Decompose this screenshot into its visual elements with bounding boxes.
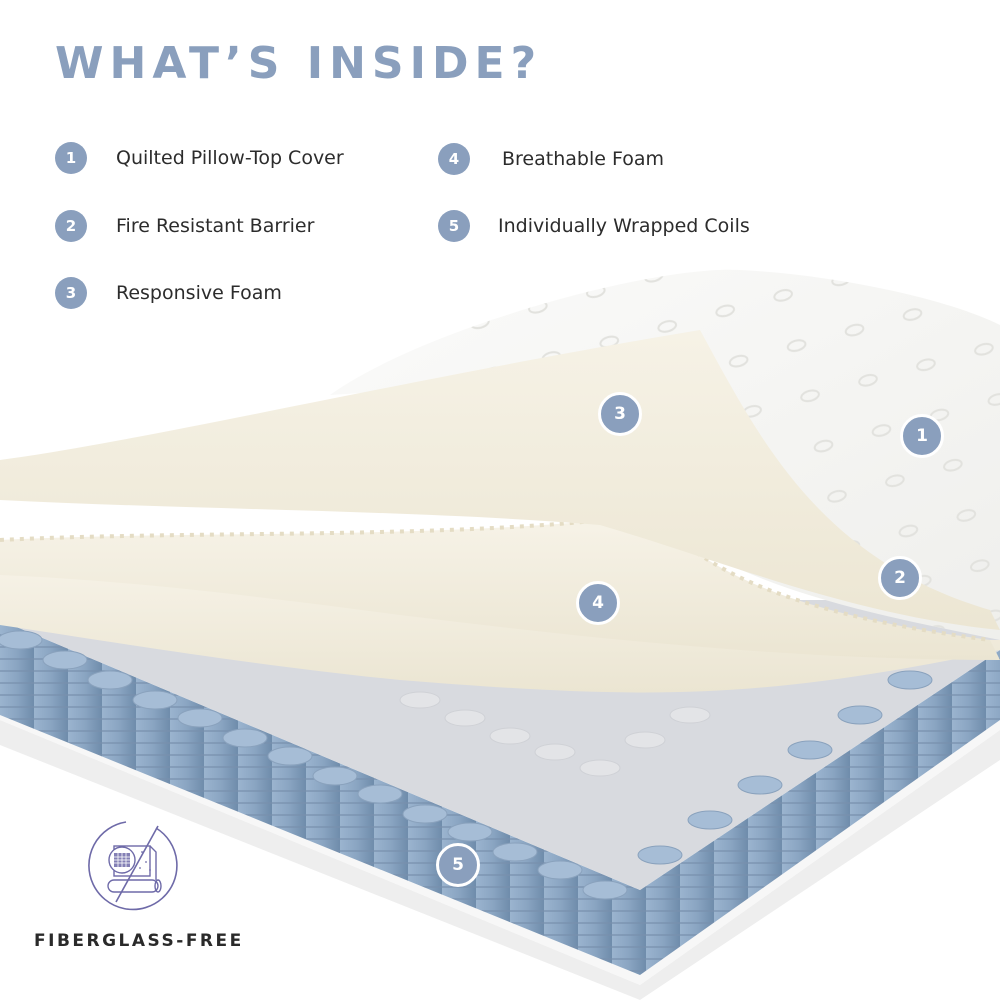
fiberglass-free-label: FIBERGLASS-FREE bbox=[34, 931, 244, 951]
callout-fire-barrier: 2 bbox=[878, 556, 922, 600]
legend-label-1: Quilted Pillow-Top Cover bbox=[116, 147, 344, 169]
page-title: WHAT’S INSIDE? bbox=[55, 38, 543, 89]
legend-badge-3: 3 bbox=[55, 277, 87, 309]
legend-label-2: Fire Resistant Barrier bbox=[116, 215, 315, 237]
callout-quilted-cover: 1 bbox=[900, 414, 944, 458]
legend-label-5: Individually Wrapped Coils bbox=[498, 215, 750, 237]
legend-item-4: 4 Breathable Foam bbox=[438, 143, 664, 175]
legend-item-5: 5 Individually Wrapped Coils bbox=[438, 210, 750, 242]
legend-badge-4: 4 bbox=[438, 143, 470, 175]
legend-item-1: 1 Quilted Pillow-Top Cover bbox=[55, 142, 344, 174]
callout-wrapped-coils: 5 bbox=[436, 843, 480, 887]
fiberglass-free-icon bbox=[88, 821, 178, 911]
legend-item-3: 3 Responsive Foam bbox=[55, 277, 282, 309]
legend-badge-2: 2 bbox=[55, 210, 87, 242]
legend-item-2: 2 Fire Resistant Barrier bbox=[55, 210, 314, 242]
callout-breathable-foam: 4 bbox=[576, 581, 620, 625]
legend-label-3: Responsive Foam bbox=[116, 282, 282, 304]
callout-responsive-foam: 3 bbox=[598, 392, 642, 436]
legend-badge-1: 1 bbox=[55, 142, 87, 174]
legend-label-4: Breathable Foam bbox=[502, 148, 664, 170]
legend-badge-5: 5 bbox=[438, 210, 470, 242]
